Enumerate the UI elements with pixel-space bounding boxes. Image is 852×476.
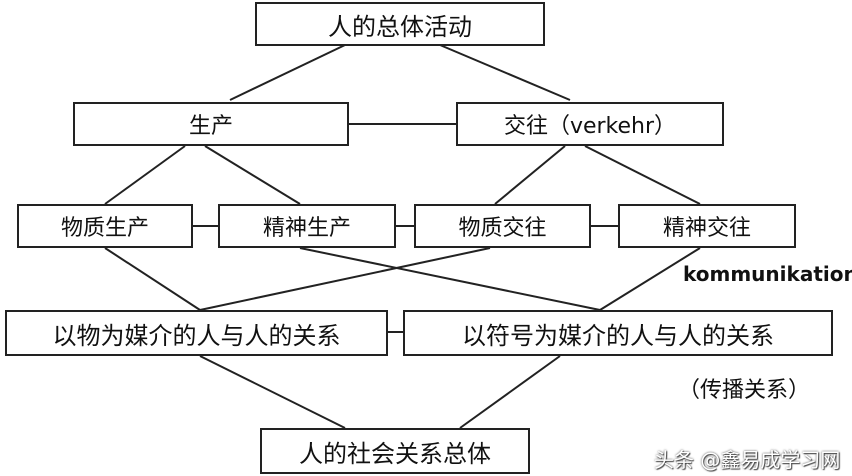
line-whole-to-production bbox=[229, 44, 346, 101]
node-whole-activity: 人的总体活动 bbox=[255, 2, 545, 46]
node-material-production: 物质生产 bbox=[17, 204, 193, 248]
node-material-mediated-relation: 以物为媒介的人与人的关系 bbox=[5, 310, 388, 356]
line-mi-to-material-relation bbox=[199, 247, 491, 311]
node-material-intercourse: 物质交往 bbox=[414, 204, 591, 248]
node-spiritual-intercourse: 精神交往 bbox=[618, 204, 796, 248]
node-production: 生产 bbox=[73, 102, 349, 146]
line-intercourse-to-material-intercourse bbox=[494, 145, 566, 205]
line-mp-to-material-relation bbox=[104, 247, 201, 311]
line-production-to-material-production bbox=[104, 145, 186, 205]
line-intercourse-to-spiritual-intercourse bbox=[584, 145, 701, 205]
line-production-to-spiritual-production bbox=[204, 145, 301, 205]
line-material-relation-to-total bbox=[199, 355, 346, 429]
line-sp-to-symbol-relation bbox=[299, 247, 601, 311]
node-spiritual-production: 精神生产 bbox=[218, 204, 396, 248]
line-whole-to-intercourse bbox=[439, 44, 571, 101]
node-intercourse: 交往（verkehr） bbox=[456, 102, 724, 146]
line-si-to-symbol-relation bbox=[599, 247, 701, 311]
annotation-kommunikation: kommunikation bbox=[683, 262, 852, 286]
annotation-communication-relation: （传播关系） bbox=[678, 378, 811, 403]
watermark: 头条 @鑫易成学习网 bbox=[654, 444, 840, 473]
line-symbol-relation-to-total bbox=[459, 355, 561, 429]
node-social-relations-total: 人的社会关系总体 bbox=[260, 428, 530, 474]
watermark-text: 头条 @鑫易成学习网 bbox=[654, 448, 841, 472]
node-symbol-mediated-relation: 以符号为媒介的人与人的关系 bbox=[403, 310, 833, 356]
